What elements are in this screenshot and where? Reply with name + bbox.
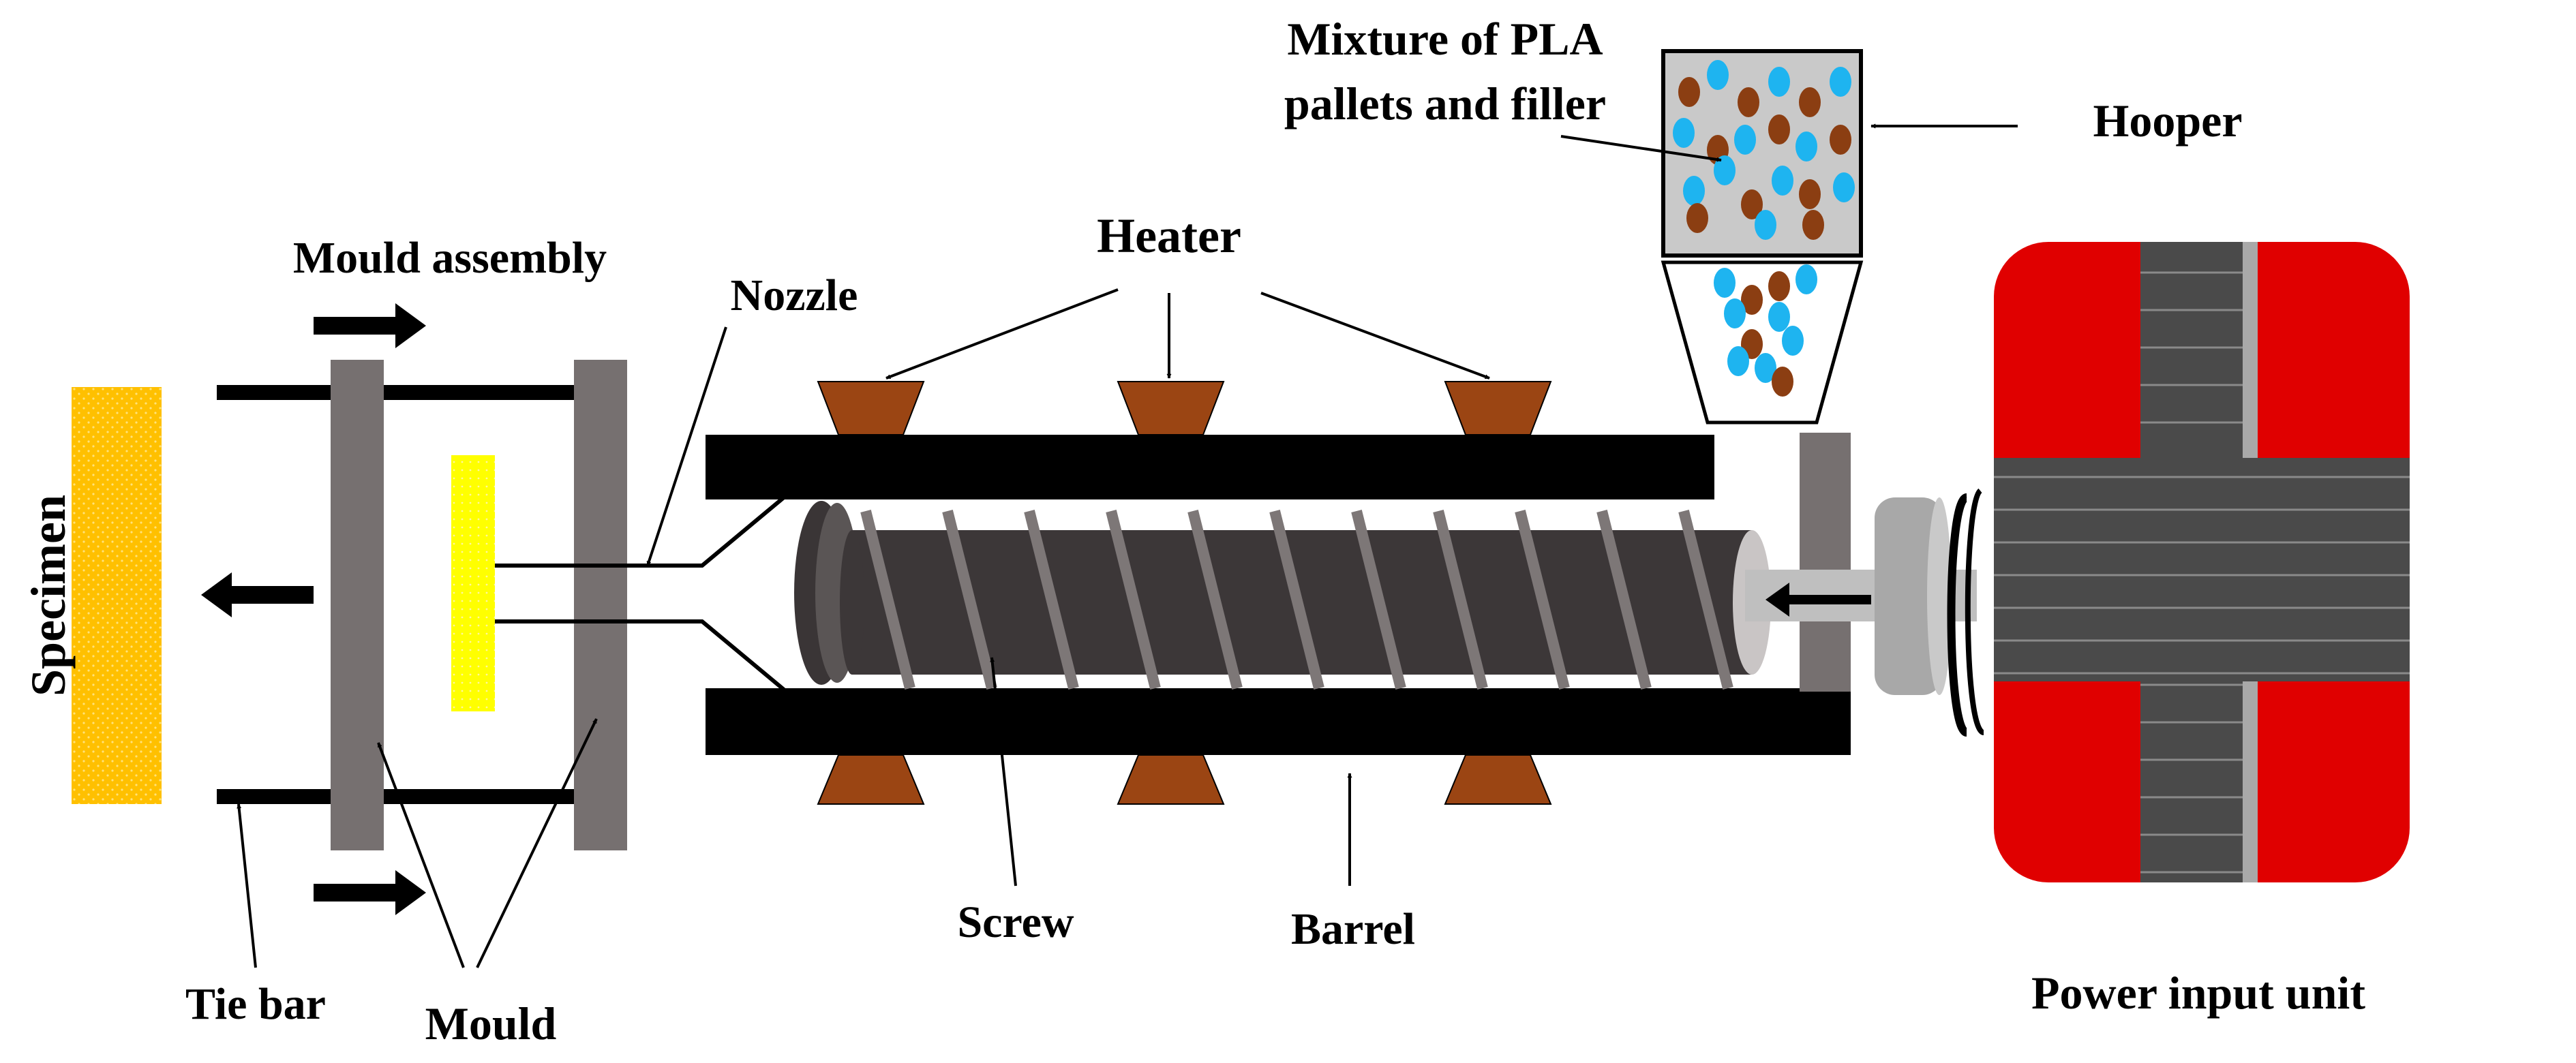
screw-flight: [1106, 510, 1161, 690]
tie-bar-bottom: [217, 789, 592, 804]
pla-pellet: [1799, 179, 1821, 209]
filler-pellet: [1795, 132, 1817, 161]
hopper: [1661, 49, 1864, 425]
pla-pellet: [1768, 271, 1790, 301]
filler-pellet: [1772, 166, 1793, 196]
power-unit-axle: [1994, 458, 2410, 681]
label-tie-bar: Tie bar: [185, 979, 326, 1029]
arrow-left-specimen: [201, 572, 314, 617]
label-power-input-unit: Power input unit: [2031, 967, 2365, 1019]
filler-pellet: [1714, 155, 1736, 185]
fixed-mould-plate: [574, 360, 627, 850]
filler-pellet: [1755, 353, 1776, 383]
filler-pellet: [1782, 326, 1804, 356]
arrow-right-bottom: [314, 870, 426, 915]
specimen-bar: [72, 387, 162, 804]
screw-flight: [1596, 510, 1652, 690]
heater-top-2: [1117, 381, 1225, 435]
filler-pellet: [1795, 264, 1817, 294]
label-specimen: Specimen: [21, 495, 76, 696]
screw-flight: [1187, 510, 1243, 690]
filler-pellet: [1683, 176, 1705, 206]
label-hooper: Hooper: [2093, 95, 2242, 147]
heater-bottom-1: [817, 754, 925, 805]
heater-bottom-2: [1117, 754, 1225, 805]
filler-pellet: [1768, 67, 1790, 97]
tie-bar-top: [217, 385, 592, 400]
nozzle: [495, 495, 785, 692]
pla-pellet: [1830, 125, 1851, 155]
heater-top-1: [817, 381, 925, 435]
label-mixture-line2: pallets and filler: [1284, 78, 1606, 129]
barrel-bottom-wall: [706, 688, 1851, 755]
label-screw: Screw: [957, 897, 1074, 947]
label-mould-assembly: Mould assembly: [293, 233, 607, 283]
moving-mould-plate: [331, 360, 384, 850]
pla-pellet: [1741, 189, 1763, 219]
heater-top-3: [1444, 381, 1552, 435]
filler-pellet: [1707, 60, 1729, 90]
mould-cavity: [451, 455, 495, 711]
pla-pellet: [1738, 87, 1759, 117]
heater-bottom-3: [1444, 754, 1552, 805]
filler-pellet: [1673, 118, 1695, 148]
label-mixture-line1: Mixture of PLA: [1287, 13, 1603, 65]
filler-pellet: [1833, 172, 1855, 202]
screw-flight: [1515, 510, 1570, 690]
filler-pellet: [1768, 302, 1790, 332]
filler-pellet: [1714, 268, 1736, 298]
screw-flight: [1269, 510, 1324, 690]
filler-pellet: [1727, 346, 1749, 376]
screw-flight: [942, 510, 997, 690]
barrel-top-wall: [706, 435, 1714, 499]
filler-pellet: [1734, 125, 1756, 155]
screw-flight: [860, 510, 915, 690]
pla-pellet: [1768, 114, 1790, 144]
label-nozzle: Nozzle: [731, 271, 858, 320]
heaters: [817, 381, 1552, 805]
label-barrel: Barrel: [1291, 904, 1415, 954]
rotation-arrow: [1947, 493, 1969, 737]
screw-flight: [1678, 510, 1733, 690]
barrel-end-plate: [1800, 433, 1851, 692]
filler-pellet: [1830, 67, 1851, 97]
arrow-injection: [1766, 583, 1871, 617]
pla-pellet: [1772, 367, 1793, 397]
leader-arrows: [237, 123, 2018, 968]
pla-pellet: [1802, 210, 1824, 240]
pla-pellet: [1799, 87, 1821, 117]
filler-pellet: [1724, 298, 1746, 328]
screw-flight: [1024, 510, 1079, 690]
mould-move-arrows: [201, 303, 426, 915]
coupling: [1875, 497, 1943, 695]
screw-flight: [1351, 510, 1406, 690]
pla-pellet: [1686, 203, 1708, 233]
filler-pellet: [1755, 210, 1776, 240]
screw: [794, 501, 1771, 690]
pla-pellet: [1741, 285, 1763, 315]
screw-flight: [1433, 510, 1488, 690]
arrow-right-top: [314, 303, 426, 348]
pla-pellet: [1678, 77, 1700, 107]
label-mould: Mould: [425, 998, 557, 1049]
label-heater: Heater: [1097, 209, 1241, 263]
power-input-unit: [1745, 242, 2410, 882]
